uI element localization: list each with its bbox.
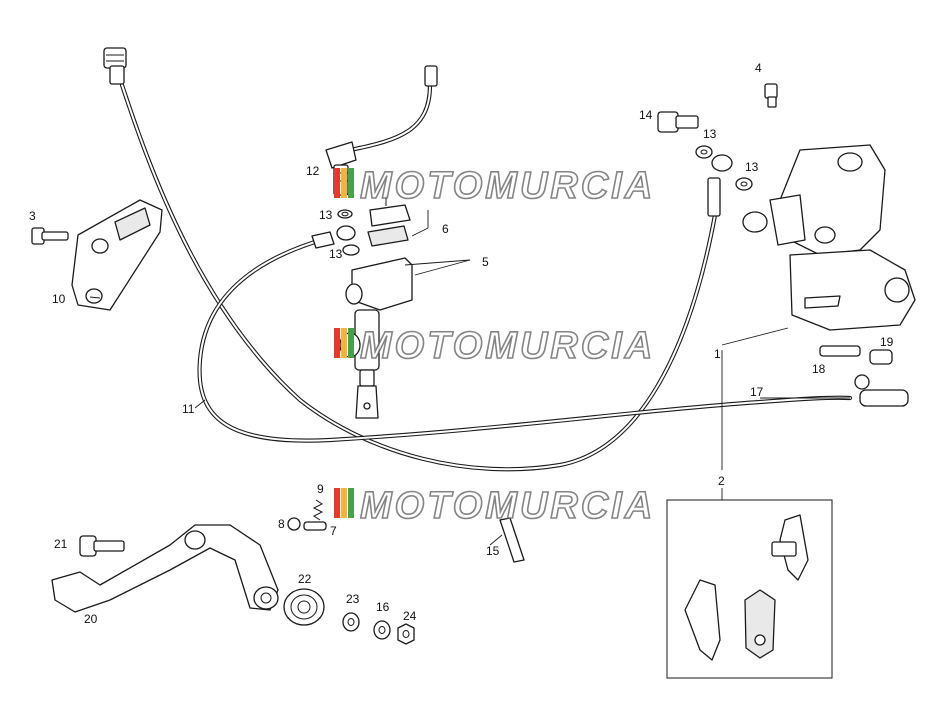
callout-23: 23: [346, 592, 360, 606]
callout-13a: 13: [319, 208, 333, 222]
callout-24: 24: [403, 609, 417, 623]
bolt-3: [31, 227, 69, 245]
banjo-caliper: [707, 154, 733, 217]
washer-13c: [735, 177, 753, 191]
callout-15: 15: [486, 544, 500, 558]
pin-7: [303, 521, 327, 531]
spring-9: [312, 499, 324, 521]
callout-7: 7: [330, 524, 337, 538]
callout-9: 9: [317, 482, 324, 496]
callout-2: 2: [718, 474, 725, 488]
callout-1: 1: [714, 347, 721, 361]
spring-22: [283, 588, 325, 626]
callout-13c: 13: [703, 127, 717, 141]
brake-caliper-1: [742, 144, 916, 331]
washer-23: [342, 612, 360, 632]
callout-8: 8: [278, 517, 285, 531]
callout-13b: 13: [329, 247, 343, 261]
sensor-wire-12: [347, 82, 433, 153]
watermark-stripe-green: [348, 488, 354, 518]
pin-cap-19: [869, 349, 893, 365]
callout-5: 5: [482, 255, 489, 269]
callout-21: 21: [54, 537, 68, 551]
bleed-screw-4: [764, 83, 778, 108]
callout-13d: 13: [745, 160, 759, 174]
callout-14: 14: [639, 108, 653, 122]
watermark-text: MOTOMURCIA: [360, 165, 655, 207]
brake-pads-box-2: [666, 499, 833, 679]
callout-6: 6: [442, 222, 449, 236]
watermark-stripe-red: [334, 168, 340, 198]
callout-4: 4: [755, 61, 762, 75]
watermark-stripe-yellow: [341, 328, 347, 358]
watermark-stripe-red: [334, 488, 340, 518]
watermark-stripe-yellow: [341, 488, 347, 518]
callout-20: 20: [84, 612, 98, 626]
brake-hose-11: [197, 235, 853, 443]
sensor-17: [854, 374, 909, 407]
callout-16: 16: [376, 600, 390, 614]
sensor-cable-long: [119, 82, 718, 472]
banjo-fitting: [311, 225, 360, 256]
connector-plug: [103, 47, 127, 85]
callout-17: 17: [750, 385, 764, 399]
callout-11: 11: [182, 402, 195, 416]
callout-19: 19: [880, 335, 894, 349]
watermark-top: MOTOMURCIA: [334, 164, 655, 208]
guard-10: [71, 199, 163, 311]
callout-3: 3: [29, 209, 36, 223]
watermark-stripe-green: [348, 168, 354, 198]
watermark-stripe-yellow: [341, 168, 347, 198]
pin-18: [819, 345, 861, 357]
callout-18: 18: [812, 362, 826, 376]
wire-connector: [424, 65, 438, 87]
watermark-text: MOTOMURCIA: [360, 485, 655, 527]
washer-13b: [695, 145, 713, 159]
callout-12: 12: [306, 164, 320, 178]
reservoir-cap-6: [367, 195, 411, 247]
washer-13a: [337, 209, 353, 219]
nut-24: [397, 623, 415, 645]
leader-lines: [89, 210, 850, 546]
washer-8: [287, 517, 301, 531]
tube-15: [499, 517, 525, 563]
brake-pedal-20: [51, 524, 279, 613]
bolt-21: [79, 535, 125, 557]
watermark-text: MOTOMURCIA: [360, 325, 655, 367]
bolt-14: [657, 111, 699, 133]
watermark-stripe-green: [348, 328, 354, 358]
watermark-bottom: MOTOMURCIA: [334, 484, 655, 528]
washer-16: [373, 620, 391, 640]
callout-10: 10: [52, 292, 66, 306]
callout-22: 22: [298, 572, 312, 586]
callout-labels: 1 2 3 4 5 6 7 8 9 10 11 12 13 13 13 13 1…: [29, 61, 894, 626]
watermark-middle: MOTOMURCIA: [334, 324, 655, 368]
watermark-stripe-red: [334, 328, 340, 358]
